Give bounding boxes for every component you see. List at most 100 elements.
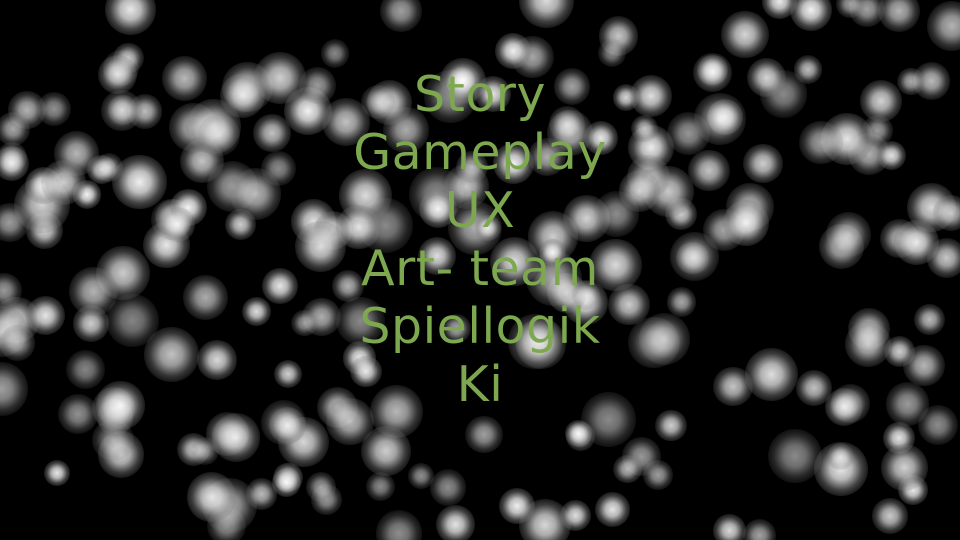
bokeh-dot <box>612 454 642 484</box>
bokeh-dot <box>548 105 585 142</box>
bokeh-dot <box>37 91 72 126</box>
bokeh-dot <box>824 388 863 427</box>
bokeh-dot <box>211 412 261 462</box>
bokeh-dot <box>571 281 601 310</box>
word-list: Story Gameplay UX Art- team Spiellogik K… <box>0 66 960 414</box>
bokeh-dot <box>926 237 960 278</box>
bokeh-dot <box>693 93 746 145</box>
bokeh-dot <box>25 295 66 336</box>
bokeh-dot <box>518 0 574 29</box>
bokeh-dot <box>618 169 661 212</box>
bokeh-dot <box>465 415 503 454</box>
bokeh-dot <box>68 266 119 317</box>
bokeh-dot <box>182 274 228 320</box>
bokeh-dot <box>0 112 30 147</box>
bokeh-dot <box>762 0 798 19</box>
bokeh-dot <box>743 143 783 184</box>
bokeh-dot <box>826 442 854 470</box>
bokeh-dot <box>692 52 733 92</box>
bokeh-dot <box>268 406 306 444</box>
bokeh-dot <box>826 211 872 258</box>
bokeh-dot <box>41 160 86 205</box>
bokeh-dot <box>418 189 457 228</box>
word-story: Story <box>414 66 546 123</box>
bokeh-dot <box>630 115 658 143</box>
bokeh-dot <box>66 350 106 390</box>
bokeh-dot <box>498 487 536 525</box>
bokeh-dot <box>429 469 467 507</box>
bokeh-dot <box>507 313 563 369</box>
bokeh-dot <box>932 194 960 232</box>
bokeh-dot <box>553 68 590 105</box>
bokeh-dot <box>913 303 945 335</box>
bokeh-dot <box>687 149 730 192</box>
bokeh-dot <box>295 221 347 273</box>
bokeh-dot <box>629 75 672 118</box>
bokeh-dot <box>332 269 365 302</box>
bokeh-dot <box>230 168 282 220</box>
bokeh-dot <box>198 114 240 156</box>
bokeh-dot <box>0 272 22 309</box>
bokeh-dot <box>564 420 592 447</box>
word-art-team: Art- team <box>361 240 599 297</box>
bokeh-dot <box>583 120 618 155</box>
bokeh-dot <box>144 326 200 382</box>
bokeh-dot <box>291 309 318 337</box>
bokeh-dot <box>872 498 909 534</box>
bokeh-dot <box>595 492 630 527</box>
bokeh-dot <box>667 287 697 317</box>
bokeh-dot <box>418 237 457 276</box>
bokeh-dot <box>190 436 219 466</box>
bokeh-dot <box>252 114 291 152</box>
bokeh-dot <box>361 84 396 119</box>
bokeh-dot <box>375 510 423 540</box>
bokeh-dot <box>538 239 566 267</box>
bokeh-dot <box>261 267 298 304</box>
bokeh-dot <box>96 381 145 430</box>
bokeh-dot <box>835 0 864 19</box>
bokeh-dot <box>350 355 382 388</box>
bokeh-dot <box>742 518 777 540</box>
bokeh-dot <box>98 54 138 94</box>
bokeh-dot <box>880 443 928 491</box>
bokeh-dot <box>474 75 511 112</box>
bokeh-dot <box>670 232 719 281</box>
bokeh-dot <box>186 472 237 523</box>
bokeh-dot <box>713 366 753 407</box>
bokeh-dot <box>455 151 488 184</box>
bokeh-dot <box>0 325 36 362</box>
bokeh-dot <box>790 0 833 32</box>
bokeh-dot <box>528 138 567 177</box>
bokeh-dot <box>242 296 272 327</box>
bokeh-dot <box>162 56 208 102</box>
bokeh-dot <box>560 499 592 531</box>
bokeh-dot <box>799 121 843 165</box>
bokeh-dot <box>94 153 123 182</box>
bokeh-dot <box>903 344 945 386</box>
bokeh-dot <box>0 145 30 182</box>
bokeh-dot <box>159 207 195 243</box>
bokeh-dot <box>713 514 746 540</box>
bokeh-dot <box>897 67 925 96</box>
word-ki: Ki <box>456 356 504 413</box>
bokeh-dot <box>58 393 99 435</box>
bokeh-dot <box>745 347 799 401</box>
bokeh-dot <box>638 313 690 365</box>
bokeh-dot <box>795 370 833 407</box>
bokeh-dot <box>723 200 770 247</box>
bokeh-dot <box>320 39 350 68</box>
bokeh-dot <box>597 38 626 67</box>
bokeh-dot <box>100 89 142 132</box>
bokeh-dot <box>589 238 642 292</box>
bokeh-dot <box>844 321 891 368</box>
bokeh-dot <box>0 203 29 242</box>
bokeh-dot <box>926 0 960 51</box>
bokeh-dot <box>917 404 959 446</box>
bokeh-dot <box>306 472 336 502</box>
word-gameplay: Gameplay <box>353 124 607 181</box>
bokeh-dot <box>859 80 902 122</box>
bokeh-dot <box>877 140 907 170</box>
bokeh-dot <box>768 429 822 483</box>
bokeh-dot <box>441 313 471 343</box>
